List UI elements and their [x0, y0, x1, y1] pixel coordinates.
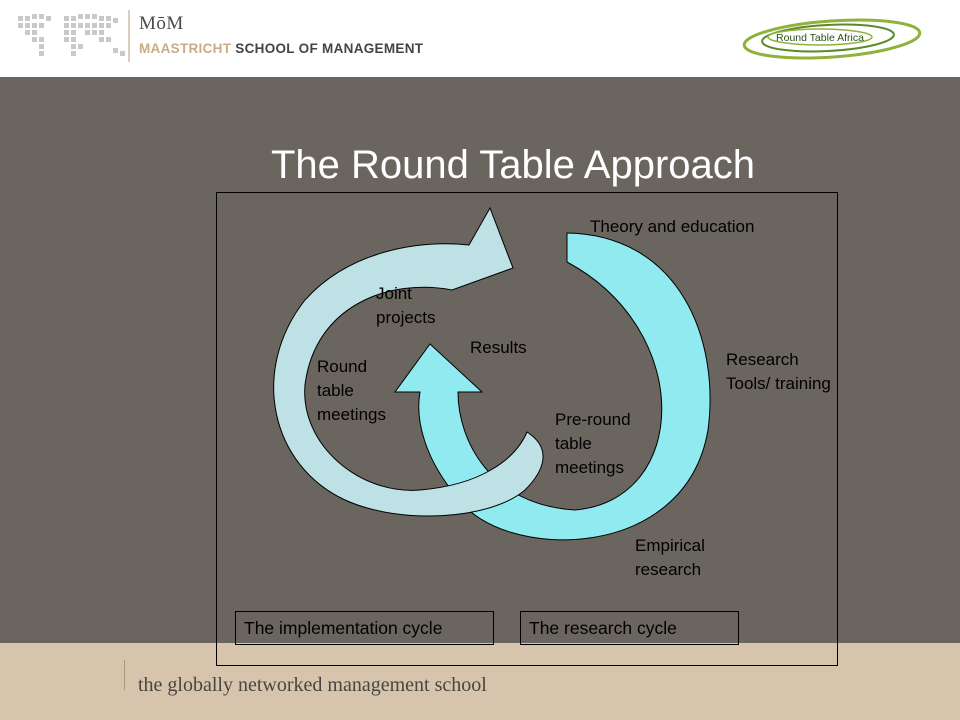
research-cycle-box: The research cycle	[520, 611, 739, 645]
label-pre-round-line-2: table	[555, 434, 592, 453]
label-joint-projects-line-2: projects	[376, 308, 436, 327]
world-map-logo	[18, 14, 125, 56]
label-round-table-meetings: Round table meetings	[317, 355, 386, 427]
implementation-cycle-box: The implementation cycle	[235, 611, 494, 645]
label-joint-projects-line-1: Joint	[376, 284, 412, 303]
label-research-tools-line-1: Research	[726, 350, 799, 369]
label-theory-education: Theory and education	[590, 217, 755, 236]
footer-rule	[124, 660, 125, 690]
label-results: Results	[470, 338, 527, 357]
label-research-tools: Research Tools/ training	[726, 348, 831, 396]
footer-tagline: the globally networked management school	[138, 674, 487, 696]
label-pre-round-line-1: Pre-round	[555, 410, 631, 429]
research-cycle-arrow	[394, 232, 711, 541]
implementation-cycle-arrow	[273, 206, 544, 517]
diagram-frame	[216, 192, 838, 666]
school-name: MAASTRICHT SCHOOL OF MANAGEMENT	[139, 41, 423, 56]
msm-monogram: MōM	[139, 13, 184, 34]
label-joint-projects: Joint projects	[376, 282, 436, 330]
label-pre-round-table-meetings: Pre-round table meetings	[555, 408, 631, 480]
school-name-accent: MAASTRICHT	[139, 41, 232, 56]
footer-bar	[0, 643, 960, 720]
school-name-rest: SCHOOL OF MANAGEMENT	[231, 41, 424, 56]
label-empirical-line-2: research	[635, 560, 702, 579]
label-empirical-line-1: Empirical	[635, 536, 705, 555]
round-table-africa-logo: Round Table Africa	[742, 18, 922, 60]
label-empirical-research: Empirical research	[635, 534, 705, 582]
label-pre-round-line-3: meetings	[555, 458, 624, 477]
label-round-table-line-3: meetings	[317, 405, 386, 424]
partner-logo-text: Round Table Africa	[776, 32, 864, 44]
logo-divider	[128, 10, 130, 62]
header-bar: MōM MAASTRICHT SCHOOL OF MANAGEMENT Roun…	[0, 0, 960, 77]
label-round-table-line-1: Round	[317, 357, 368, 376]
label-round-table-line-2: table	[317, 381, 354, 400]
label-research-tools-line-2: Tools/ training	[726, 374, 831, 393]
slide-title: The Round Table Approach	[270, 143, 756, 187]
